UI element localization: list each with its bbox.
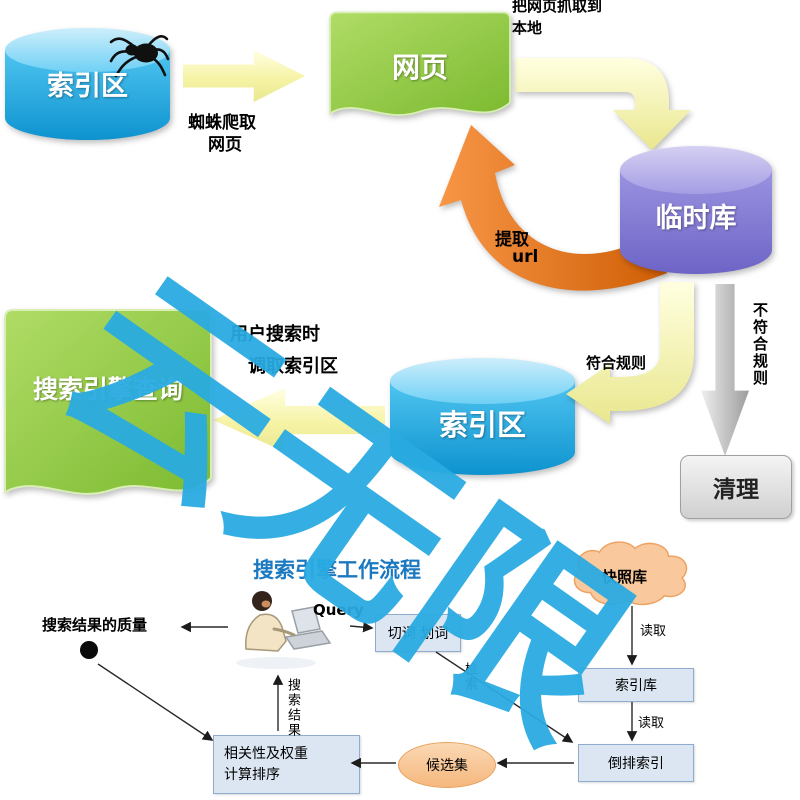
inverted-index-label: 倒排索引 <box>608 756 664 772</box>
read-label-2: 读取 <box>638 716 665 731</box>
notmatch-arrow <box>701 284 749 456</box>
arrow-segment-to-inverted <box>435 651 574 743</box>
query-label: Query <box>313 601 364 619</box>
index-db-2-label: 索引区 <box>438 408 526 442</box>
crawl-arrow <box>183 50 305 102</box>
inverted-index-box: 倒排索引 <box>578 744 694 782</box>
candidate-label: 候选集 <box>426 758 468 774</box>
notmatch-label: 不符合规则 <box>751 302 769 387</box>
retrieve-label: 检索 <box>462 662 477 692</box>
index-box-label: 索引库 <box>615 678 657 694</box>
spider-icon <box>109 35 170 78</box>
quality-note: 搜索结果的质量 <box>42 616 148 634</box>
fetch-note-line2: 本地 <box>512 19 543 37</box>
section-title: 搜索引擎工作流程 <box>253 558 421 582</box>
clean-box: 清理 <box>680 455 792 519</box>
clean-label: 清理 <box>713 477 759 503</box>
fetch-elbow-arrow <box>515 58 691 150</box>
webpage-doc <box>329 11 511 116</box>
index-box: 索引库 <box>578 668 694 702</box>
query-doc-label: 搜索引擎查询 <box>32 375 183 404</box>
quality-dot <box>80 641 98 659</box>
rank-box-line2: 计算排序 <box>224 766 280 783</box>
snapshot-cloud-label: 快照库 <box>602 568 648 586</box>
query-note-line2: 调取索引区 <box>248 356 338 377</box>
recrawl-arrow <box>439 125 667 291</box>
temp-db-cylinder <box>620 146 772 274</box>
read-label-1: 读取 <box>640 624 667 639</box>
result-label: 搜索结果 <box>285 678 300 738</box>
match-rule-label: 符合规则 <box>586 354 647 372</box>
arrow-query-to-segment <box>349 621 374 633</box>
index-db-1-label: 索引区 <box>47 71 128 102</box>
crawl-label-line1: 蜘蛛爬取 <box>188 113 256 133</box>
rank-box: 相关性及权重 计算排序 <box>213 735 360 794</box>
segment-box-label: 切词 划词 <box>387 626 449 642</box>
index-db-cylinder-2 <box>390 358 575 475</box>
temp-db-label: 临时库 <box>655 203 737 234</box>
rank-box-line1: 相关性及权重 <box>224 745 308 762</box>
user-at-computer-icon <box>236 591 332 669</box>
crawl-label-line2: 网页 <box>208 135 242 155</box>
match-rule-arrow <box>566 282 694 424</box>
query-doc <box>4 309 212 495</box>
arrow-quality-to-rank <box>97 663 214 741</box>
segment-box: 切词 划词 <box>375 614 461 652</box>
query-arrow <box>213 388 385 452</box>
candidate-ellipse: 候选集 <box>398 742 496 788</box>
query-note-line1: 用户搜索时 <box>230 324 320 345</box>
extract-label-line2: url <box>512 247 539 267</box>
snapshot-cloud <box>573 541 688 606</box>
webpage-label: 网页 <box>391 51 448 84</box>
extract-label-line1: 提取 <box>495 230 529 250</box>
fetch-note-line1: 把网页抓取到 <box>512 0 603 15</box>
